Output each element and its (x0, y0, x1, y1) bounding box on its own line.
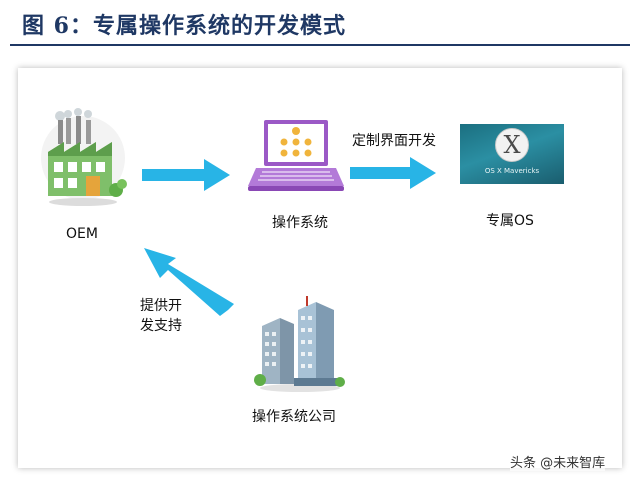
edge-support-label-line2: 发支持 (140, 316, 182, 336)
laptop-icon (248, 118, 344, 194)
title-divider (10, 44, 630, 46)
factory-icon (38, 108, 128, 208)
node-os-company-label: 操作系统公司 (252, 406, 336, 426)
node-os-label: 操作系统 (272, 212, 328, 232)
osx-screen-icon: X OS X Mavericks (460, 124, 564, 184)
watermark-text: 头条 @未来智库 (510, 452, 605, 471)
osx-x-logo: X (495, 128, 529, 162)
edge-customize-label: 定制界面开发 (352, 130, 436, 150)
osx-caption: OS X Mavericks (460, 167, 564, 175)
edge-support-label-line1: 提供开 (140, 296, 182, 316)
node-custom-os-label: 专属OS (486, 210, 534, 230)
arrow-oem-to-os (142, 158, 232, 192)
node-oem-label: OEM (66, 226, 98, 242)
office-buildings-icon (254, 296, 346, 392)
figure-title: 图 6：专属操作系统的开发模式 (22, 8, 346, 40)
arrow-os-to-custom-os (350, 156, 438, 190)
